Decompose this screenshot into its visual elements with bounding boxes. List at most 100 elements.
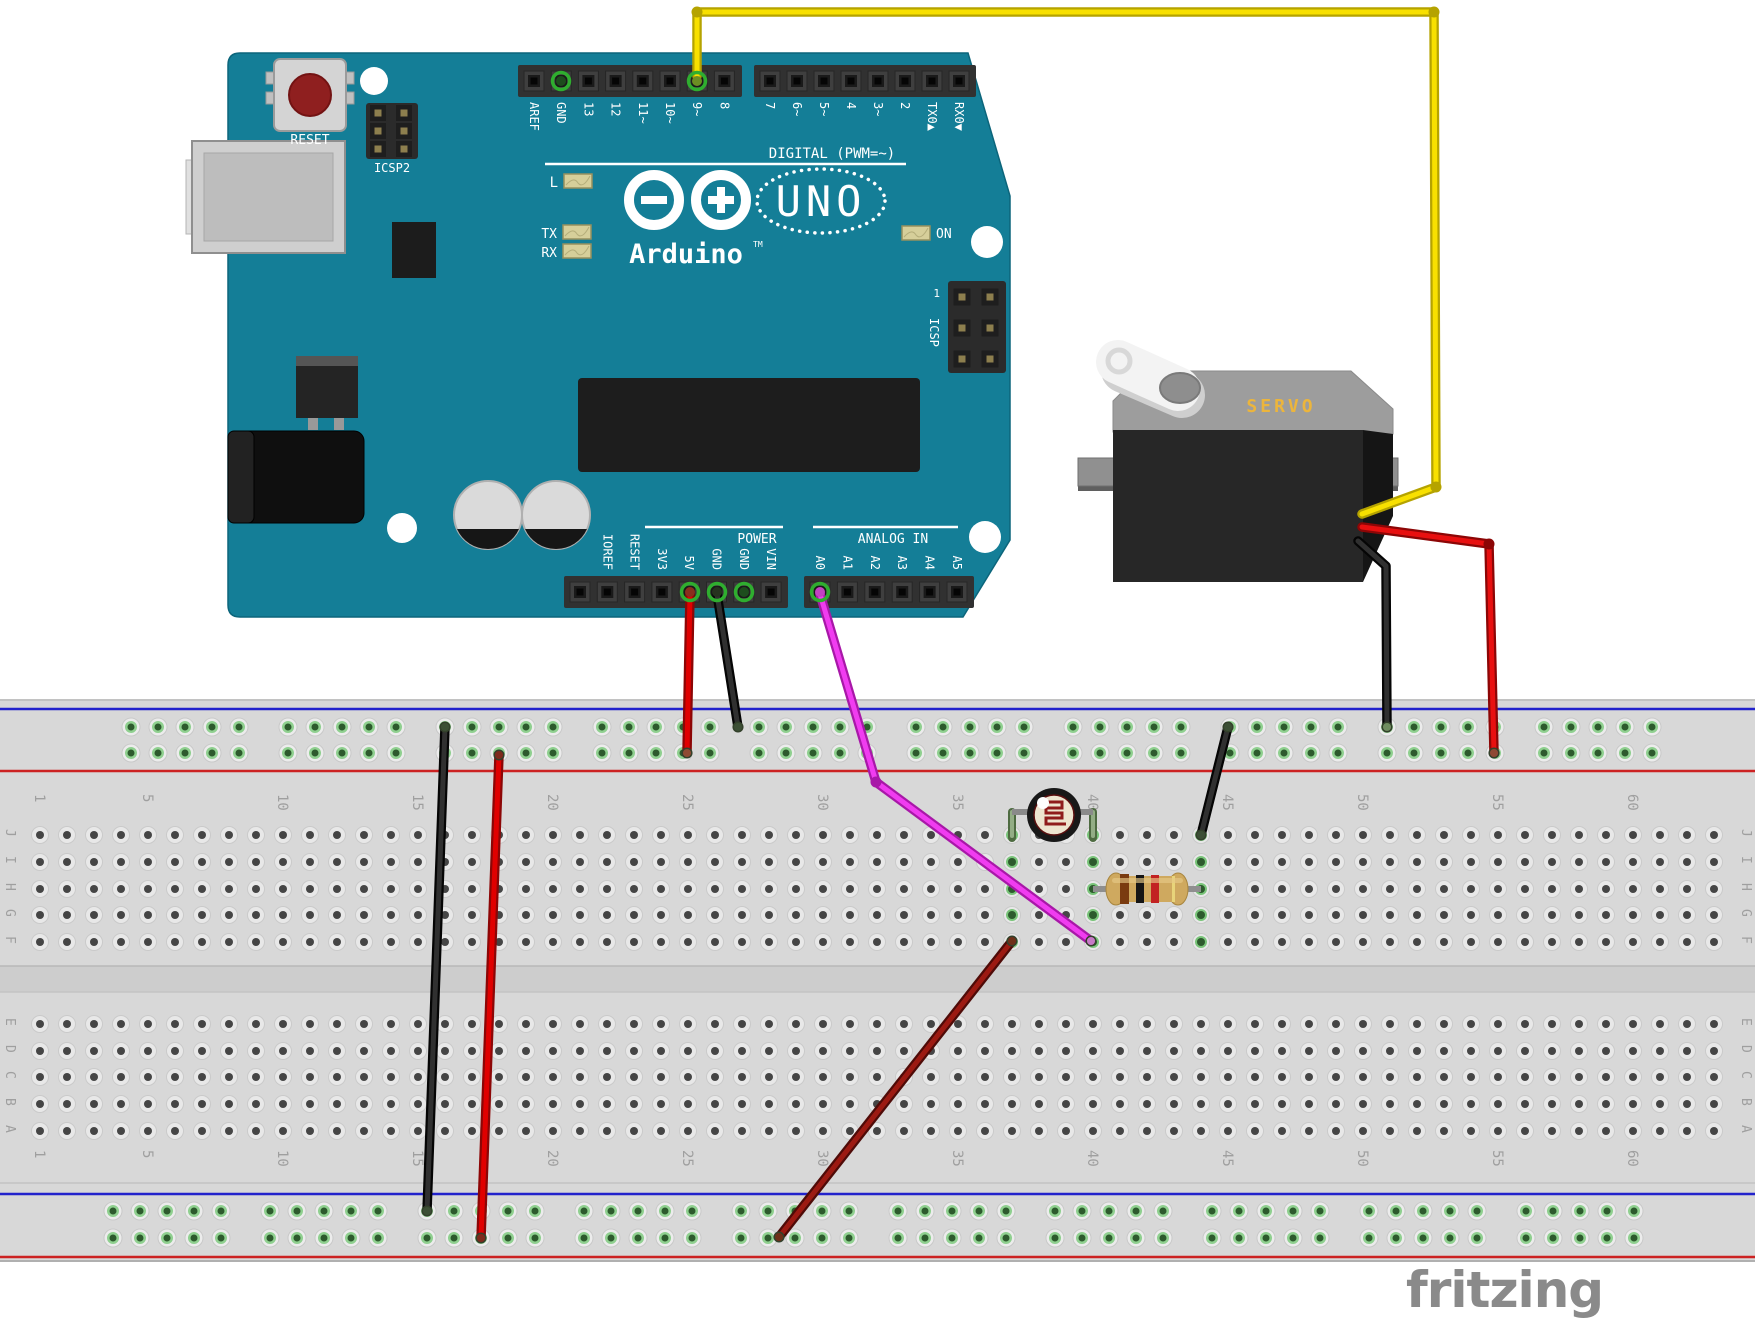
rail-hole-center <box>1365 1207 1373 1215</box>
hole-center <box>1521 911 1529 919</box>
wire-terminal[interactable] <box>1381 721 1393 733</box>
wire-5v-to-positive-rail[interactable] <box>681 589 695 759</box>
wire-terminal[interactable] <box>1222 721 1234 733</box>
hole-center <box>387 1100 395 1108</box>
voltage-regulator[interactable] <box>296 356 358 430</box>
hole-center <box>1575 831 1583 839</box>
wire-ldr-to-positive-rail[interactable] <box>773 935 1018 1243</box>
arduino-brand: Arduino <box>629 239 743 270</box>
hole-center <box>684 1127 692 1135</box>
hole-center <box>1224 831 1232 839</box>
hole-center <box>927 885 935 893</box>
hole-center <box>225 938 233 946</box>
rail-hole-center <box>1051 1234 1059 1242</box>
rail-hole-center <box>661 1207 669 1215</box>
wire-terminal[interactable] <box>439 721 451 733</box>
hole-center <box>333 858 341 866</box>
hole-center <box>306 858 314 866</box>
hole-center <box>684 1020 692 1028</box>
hole-center <box>1413 1127 1421 1135</box>
wire-terminal[interactable] <box>1488 747 1500 759</box>
capacitor-2[interactable] <box>521 480 591 550</box>
horn-tip-hole <box>1105 347 1133 375</box>
wire-negative-rail-to-col44[interactable] <box>1195 721 1234 841</box>
rail-hole-center <box>320 1234 328 1242</box>
hole-center <box>576 831 584 839</box>
wire-terminal[interactable] <box>1195 829 1207 841</box>
servo-body[interactable] <box>1113 430 1363 582</box>
rail-hole-center <box>1437 749 1445 757</box>
wire-terminal[interactable] <box>475 1232 487 1244</box>
rail-hole-center <box>468 749 476 757</box>
hole-center <box>657 911 665 919</box>
wire-bend-point[interactable] <box>1430 481 1442 493</box>
hole-center <box>468 911 476 919</box>
hole-center <box>1224 1047 1232 1055</box>
wire-gnd-to-negative-rail[interactable] <box>712 589 744 733</box>
arduino-uno-board[interactable]: RESET ICSP2 <box>185 52 1011 618</box>
hole-center <box>738 938 746 946</box>
wire-terminal[interactable] <box>773 1231 785 1243</box>
hole-center <box>1143 938 1151 946</box>
power-header[interactable] <box>564 576 788 608</box>
servo-motor[interactable]: SERVO <box>1077 340 1399 582</box>
hole-center <box>414 831 422 839</box>
wire-rail-bridge-black[interactable] <box>421 721 451 1217</box>
wire-bend-point[interactable] <box>1428 6 1440 18</box>
hole-center <box>1008 1100 1016 1108</box>
column-number: 60 <box>1624 1150 1640 1167</box>
atmega-chip[interactable] <box>578 378 920 472</box>
icsp-header[interactable] <box>948 281 1006 373</box>
wire-a0-signal[interactable] <box>815 589 1097 947</box>
hole-center <box>1521 1020 1529 1028</box>
wire-servo-ground[interactable] <box>1353 536 1393 733</box>
hole-center <box>1332 938 1340 946</box>
capacitor-1[interactable] <box>453 480 523 550</box>
usb-chip[interactable] <box>392 222 436 278</box>
logo-minus <box>641 196 667 204</box>
reset-button[interactable] <box>265 58 355 132</box>
rail-hole-center <box>1446 1234 1454 1242</box>
power-jack[interactable] <box>227 430 365 524</box>
pin-socket-core <box>631 588 639 596</box>
digital-header-right[interactable] <box>754 65 976 97</box>
servo-horn[interactable] <box>1096 340 1205 418</box>
hole-center <box>306 1100 314 1108</box>
digital-header-left[interactable] <box>518 65 742 97</box>
wire-pin9-to-servo-signal[interactable] <box>691 6 1442 519</box>
icsp2-header[interactable] <box>366 103 418 159</box>
hole-center <box>387 831 395 839</box>
hole-center <box>468 1020 476 1028</box>
wire-terminal[interactable] <box>1006 935 1018 947</box>
usb-connector[interactable] <box>185 140 346 254</box>
hole-center <box>1575 858 1583 866</box>
wire-terminal[interactable] <box>493 749 505 761</box>
resistor[interactable] <box>1093 872 1201 906</box>
breadboard[interactable]: 1155101015152020252530303535404045455050… <box>0 699 1755 1262</box>
rail-hole-center <box>836 749 844 757</box>
wire-servo-power[interactable] <box>1357 522 1500 759</box>
hole-center <box>1062 1020 1070 1028</box>
wire-bend-point[interactable] <box>1483 538 1495 550</box>
wire-terminal[interactable] <box>421 1205 433 1217</box>
column-number: 10 <box>274 1150 290 1167</box>
reset-button-cap[interactable] <box>288 73 332 117</box>
wire-terminal[interactable] <box>1085 935 1097 947</box>
hole-center <box>549 938 557 946</box>
photoresistor[interactable] <box>1008 788 1097 842</box>
hole-center <box>1143 1100 1151 1108</box>
hole-center <box>414 1020 422 1028</box>
jumper-wires[interactable] <box>421 6 1500 1244</box>
hole-center <box>927 1073 935 1081</box>
pin-label: RX0▼ <box>952 102 966 132</box>
pin-label: VIN <box>764 548 778 570</box>
wire-rail-bridge-red[interactable] <box>475 749 505 1244</box>
wire-terminal[interactable] <box>732 721 744 733</box>
hole-center <box>1116 911 1124 919</box>
wire-bend-point[interactable] <box>691 6 703 18</box>
hole-center <box>603 858 611 866</box>
wire-bend-point[interactable] <box>870 776 882 788</box>
wire-terminal[interactable] <box>681 747 693 759</box>
rail-hole-center <box>1603 1207 1611 1215</box>
wire-servo-ground-core <box>1355 538 1390 730</box>
